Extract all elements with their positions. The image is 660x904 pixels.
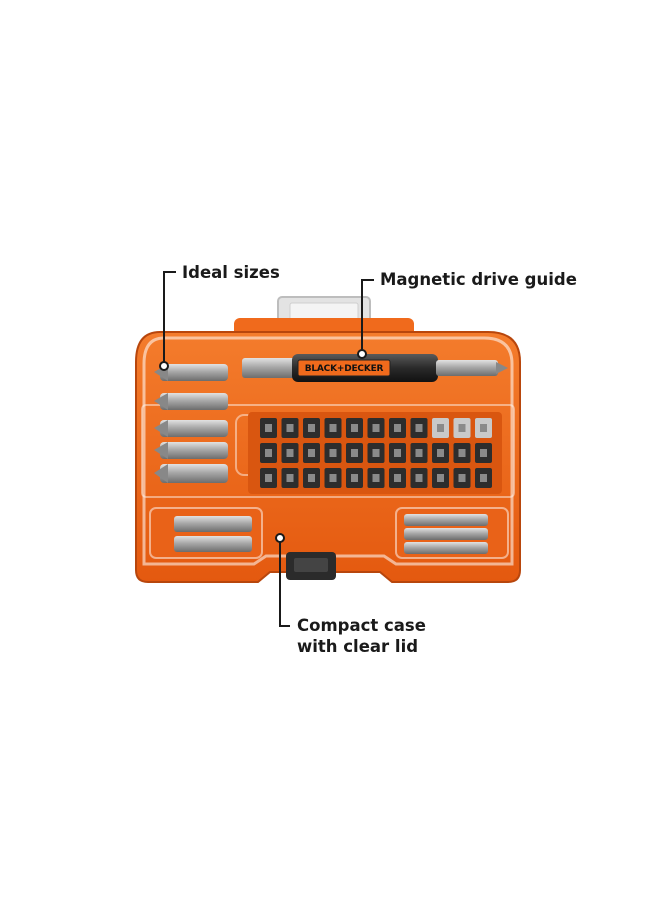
bit-tip <box>480 449 487 457</box>
compact-case-line2: with clear lid <box>297 637 419 656</box>
bit-tip <box>286 424 294 432</box>
bit-tip <box>265 474 272 482</box>
bit-tip <box>415 474 423 482</box>
bit-tip <box>437 474 444 482</box>
compact-case-line1: Compact case <box>297 616 426 635</box>
bit-tip <box>265 424 272 432</box>
bit-tip <box>372 424 380 432</box>
bit-tip <box>351 449 358 457</box>
compact-case-callout: Compact case with clear lid <box>297 615 426 657</box>
bit-tip <box>480 474 487 482</box>
bit-tip <box>415 449 423 457</box>
bottom-bits-left <box>149 507 263 559</box>
bit-tip <box>265 449 272 457</box>
bit-tip <box>329 424 337 432</box>
magnetic-drive-guide-callout: Magnetic drive guide <box>380 270 577 289</box>
bit-tip <box>329 474 337 482</box>
bit-tip <box>394 424 401 432</box>
phillips-bits <box>154 364 228 483</box>
bit-tip <box>458 449 466 457</box>
bit-tip <box>458 474 466 482</box>
bit-tip <box>308 449 315 457</box>
bit-tip <box>415 424 423 432</box>
bit-tip <box>372 449 380 457</box>
bit-tip <box>480 424 487 432</box>
bit-tip <box>458 424 466 432</box>
magnetic-drive-guide <box>242 354 508 382</box>
bottom-bits-right <box>395 507 509 559</box>
bit-tip <box>372 474 380 482</box>
bit-tip <box>437 424 444 432</box>
bit-tip <box>437 449 444 457</box>
bit-tip <box>351 474 358 482</box>
bit-tip <box>394 449 401 457</box>
bit-tip <box>286 474 294 482</box>
ideal-sizes-callout: Ideal sizes <box>182 263 280 282</box>
brand-logo: BLACK+DECKER <box>304 364 384 374</box>
bit-grid <box>248 412 502 494</box>
bit-tip <box>308 474 315 482</box>
bit-tip <box>329 449 337 457</box>
callout-lines <box>159 271 374 627</box>
bit-tip <box>308 424 315 432</box>
bit-tip <box>394 474 401 482</box>
bit-tip <box>286 449 294 457</box>
bit-tip <box>351 424 358 432</box>
